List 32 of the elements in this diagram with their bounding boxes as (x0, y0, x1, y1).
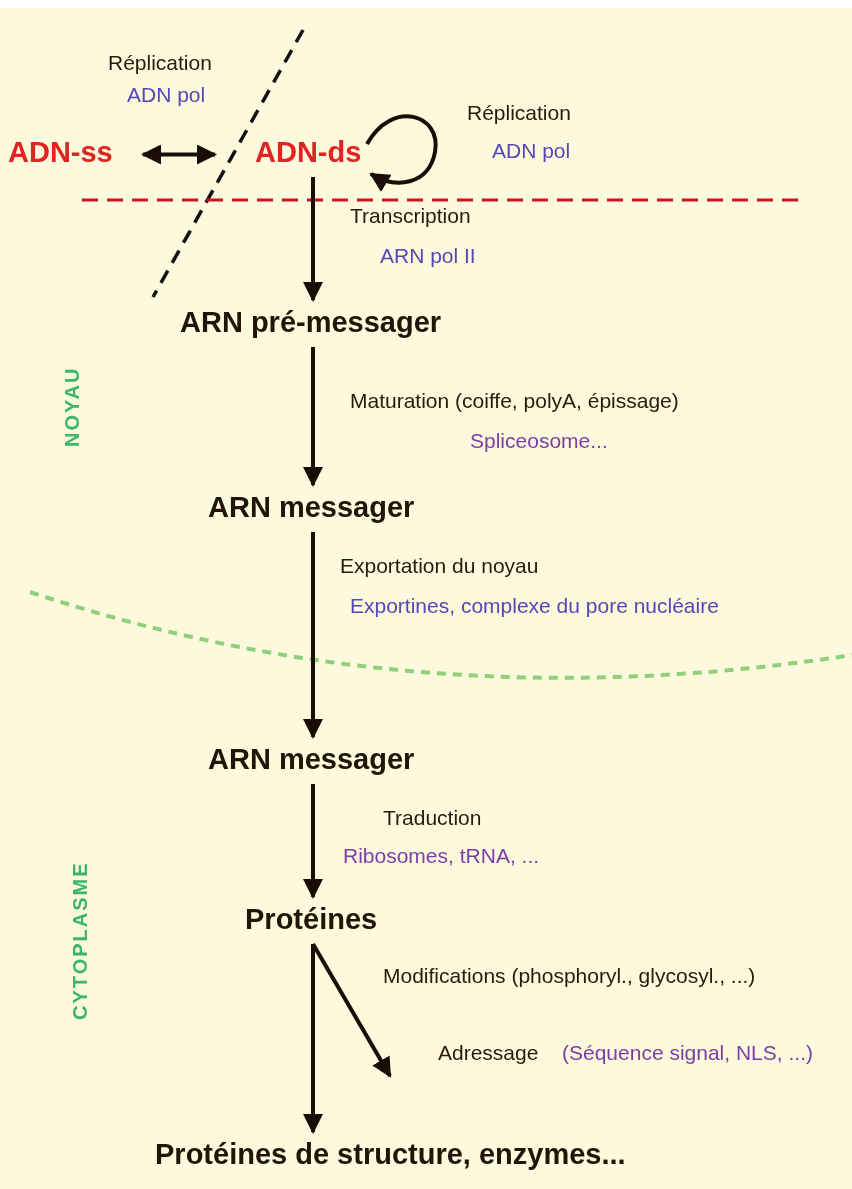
molecule-label: ADN-ss (8, 136, 113, 170)
edge-label: Transcription (350, 203, 471, 229)
edge-label: Maturation (coiffe, polyA, épissage) (350, 388, 679, 414)
enzyme-label: Ribosomes, tRNA, ... (343, 843, 540, 869)
arrow (303, 784, 323, 899)
edge-label: Réplication (108, 50, 212, 76)
molecule-label: ARN messager (208, 743, 415, 777)
enzyme-label: ADN pol (127, 82, 206, 108)
molecule-label: ADN-ds (255, 136, 362, 170)
edge-label: Réplication (467, 100, 571, 126)
edge-label: Exportation du noyau (340, 553, 539, 579)
compartment-label: NOYAU (60, 366, 84, 447)
arrow (303, 944, 323, 1134)
process-label: Modifications (phosphoryl., glycosyl., ...) (383, 963, 756, 989)
arrow (303, 532, 323, 739)
enzyme-label: Spliceosome... (470, 428, 608, 454)
compartment-label: CYTOPLASME (68, 861, 92, 1020)
arrow (303, 347, 323, 487)
arrow (303, 177, 323, 302)
molecule-label: Protéines de structure, enzymes... (155, 1138, 626, 1172)
process-label: Adressage (438, 1040, 539, 1066)
molecule-label: ARN messager (208, 491, 415, 525)
enzyme-label: ARN pol II (380, 243, 476, 269)
arrow (141, 144, 217, 165)
edge-label: Traduction (383, 805, 482, 831)
molecule-label: Protéines (245, 903, 378, 937)
enzyme-label: (Séquence signal, NLS, ...) (562, 1040, 813, 1066)
enzyme-label: Exportines, complexe du pore nucléaire (350, 593, 719, 619)
molecule-label: ARN pré-messager (180, 306, 442, 340)
arrow (311, 943, 392, 1078)
arrow (365, 114, 438, 192)
enzyme-label: ADN pol (492, 138, 571, 164)
